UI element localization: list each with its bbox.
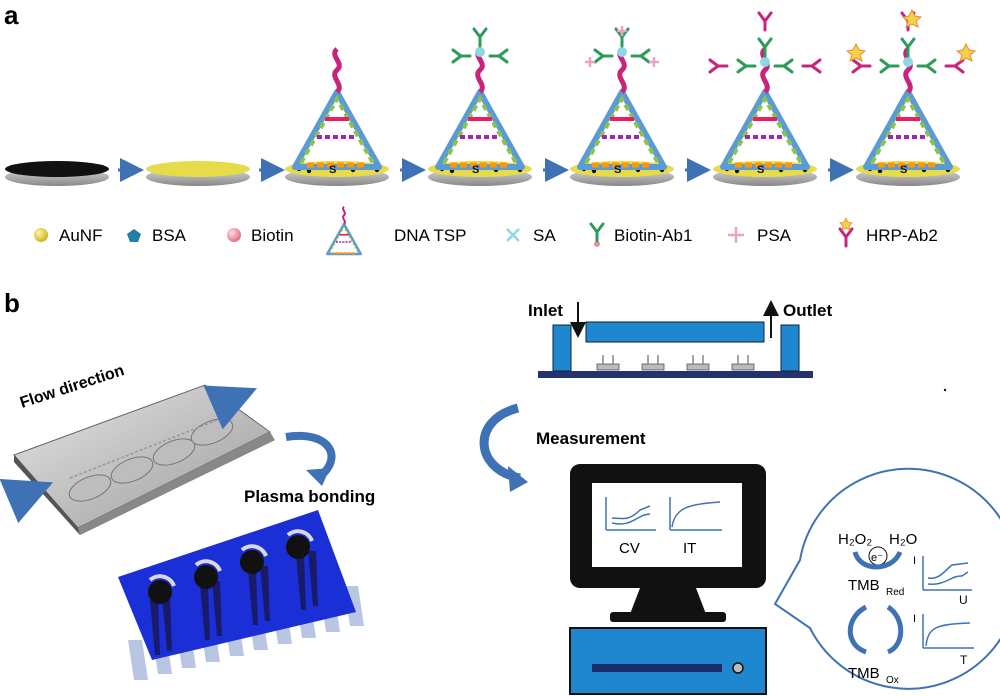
step-hrp-electrode: S (845, 8, 977, 186)
axis-i-label: I (913, 555, 916, 567)
biotin-ab1-icon (589, 222, 605, 247)
electron-label: e⁻ (871, 552, 883, 564)
legend: AuNF BSA Biotin DNA TSP SA Biotin-Ab1 PS… (34, 205, 938, 256)
redox-arrow-right (886, 604, 904, 655)
plasma-bonding-arrowhead (306, 468, 330, 486)
legend-label-biotin-ab1: Biotin-Ab1 (614, 226, 692, 245)
channel-cross-section (538, 300, 813, 378)
electrode-array (118, 510, 364, 680)
step-bare-electrode (5, 161, 109, 186)
it-inset-plot (922, 614, 974, 649)
aunf-icon (34, 228, 48, 242)
computer-base (569, 627, 767, 695)
step-ab2-electrode: S (708, 11, 822, 186)
working-electrode (194, 559, 222, 589)
legend-label-dna-tsp: DNA TSP (394, 226, 466, 245)
step-ab1-electrode: S (428, 27, 532, 186)
thiol-label: S (472, 164, 479, 176)
thiol-label: S (900, 164, 907, 176)
stray-dot (943, 388, 947, 392)
axis-i-label: I (913, 613, 916, 625)
step-aunf-electrode (146, 161, 250, 186)
measurement-label: Measurement (536, 429, 646, 448)
outlet-label: Outlet (783, 301, 832, 320)
microfluidic-chip (13, 384, 275, 535)
plasma-bonding-label: Plasma bonding (244, 487, 375, 506)
step-psa-electrode: S (570, 26, 674, 186)
panel-b-letter: b (4, 288, 20, 318)
flow-direction-label: Flow direction (18, 362, 126, 412)
thiol-label: S (757, 164, 764, 176)
axis-u-label: U (959, 593, 968, 607)
h2o2-label: H₂O₂ (838, 531, 872, 548)
panel-a-letter: a (4, 0, 19, 30)
biotin-icon (227, 228, 241, 242)
h2o-label: H₂O (889, 531, 917, 548)
axis-t-label: T (960, 653, 968, 667)
redox-arrow-top (852, 550, 903, 570)
cv-label: CV (619, 540, 640, 557)
thiol-label: S (614, 164, 621, 176)
legend-label-biotin: Biotin (251, 226, 294, 245)
cv-plot-icon (605, 497, 656, 531)
flow-outlet-arrow (203, 385, 257, 430)
flow-inlet-arrow (0, 478, 54, 524)
measurement-arrowhead (508, 466, 528, 492)
tmb-ox-label: TMB (848, 665, 880, 682)
tmb-red-label: TMB (848, 577, 880, 594)
tmb-red-subscript: Red (886, 587, 904, 598)
legend-label-sa: SA (533, 226, 556, 245)
redox-arrow-left (847, 604, 868, 655)
it-label: IT (683, 540, 696, 557)
legend-label-bsa: BSA (152, 226, 187, 245)
legend-label-psa: PSA (757, 226, 792, 245)
measurement-arrow (479, 403, 522, 483)
working-electrode (286, 529, 314, 559)
computer-monitor (570, 464, 766, 622)
legend-label-aunf: AuNF (59, 226, 102, 245)
working-electrode (240, 544, 268, 574)
it-plot-icon (669, 497, 722, 531)
reaction-bubble (773, 467, 1000, 690)
legend-label-hrp-ab2: HRP-Ab2 (866, 226, 938, 245)
bsa-icon (127, 229, 141, 242)
inlet-label: Inlet (528, 301, 563, 320)
sa-icon (506, 228, 520, 242)
step-tsp-electrode: S (285, 49, 389, 186)
working-electrode (148, 574, 176, 604)
dna-tsp-icon (326, 205, 362, 256)
tmb-ox-subscript: Ox (886, 675, 899, 686)
cv-inset-plot (922, 556, 972, 591)
hrp-ab2-icon (838, 217, 854, 248)
thiol-label: S (329, 164, 336, 176)
psa-icon (728, 227, 744, 243)
